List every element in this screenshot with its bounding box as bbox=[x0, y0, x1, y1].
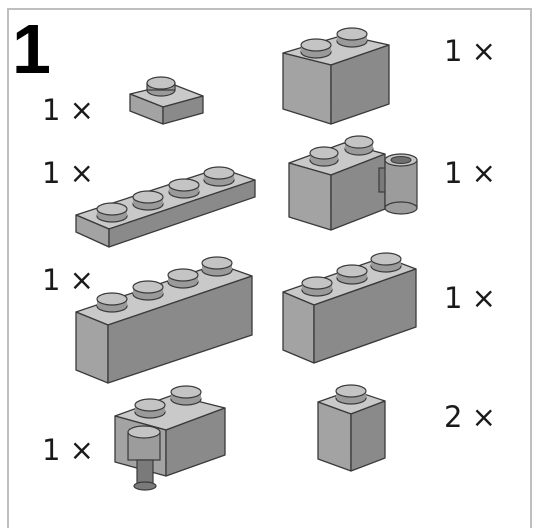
brick-1x1-illustration bbox=[317, 384, 386, 472]
qty-brick-1x2-clip-side: 1 × bbox=[444, 156, 496, 190]
qty-brick-1x2-clip-front: 1 × bbox=[42, 433, 94, 467]
parts-illustration bbox=[75, 27, 418, 491]
qty-plate-1x4: 1 × bbox=[42, 156, 94, 190]
qty-brick-1x4: 1 × bbox=[42, 263, 94, 297]
qty-brick-1x1: 2 × bbox=[444, 400, 496, 434]
brick-1x2-illustration bbox=[282, 27, 390, 125]
instruction-step-panel: 1 1 × 1 × 1 × 1 × 1 × 1 × 1 × 2 × bbox=[7, 8, 532, 528]
qty-brick-1x2: 1 × bbox=[444, 34, 496, 68]
brick-1x2-clip-front-illustration bbox=[114, 385, 226, 491]
step-frame bbox=[7, 8, 532, 528]
qty-brick-1x3: 1 × bbox=[444, 281, 496, 315]
brick-1x3-illustration bbox=[282, 252, 417, 364]
plate-1x4-illustration bbox=[75, 166, 256, 248]
qty-plate-1x2: 1 × bbox=[42, 93, 94, 127]
step-number: 1 bbox=[12, 10, 51, 88]
brick-1x2-clip-side-illustration bbox=[288, 135, 418, 231]
plate-1x2-illustration bbox=[129, 76, 204, 125]
brick-1x4-illustration bbox=[75, 256, 253, 384]
